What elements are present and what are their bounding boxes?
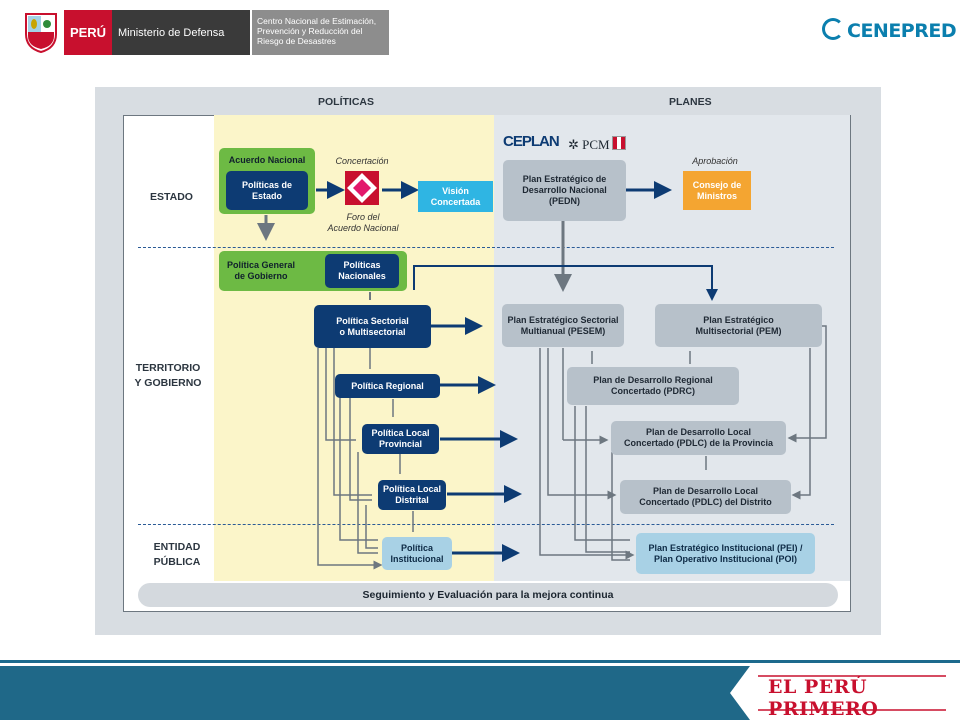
pei-poi-box: Plan Estratégico Institucional (PEI) /Pl…: [636, 533, 815, 574]
footer-brand-panel: [730, 666, 960, 720]
concertacion-label: Concertación: [335, 156, 389, 166]
peru-coat-of-arms-icon: [22, 10, 60, 54]
planes-heading: PLANES: [669, 96, 712, 108]
pcm-emblem-icon: ✲: [568, 137, 579, 152]
footer-rule: [0, 660, 960, 663]
center-name-label: Centro Nacional de Estimación, Prevenció…: [252, 10, 389, 55]
cenepred-swirl-icon: [822, 18, 844, 40]
peru-brand-block: PERÚ: [64, 10, 112, 55]
el-peru-primero-logo: EL PERÚ PRIMERO: [768, 676, 879, 720]
politica-regional-box: Política Regional: [335, 374, 440, 398]
row-label-estado: ESTADO: [150, 191, 193, 203]
aprobacion-label: Aprobación: [692, 156, 738, 166]
divider-territorio: [138, 524, 834, 525]
cenepred-logo: CENEPRED: [822, 18, 957, 42]
peru-flag-icon: [611, 136, 626, 150]
seguimiento-bar: Seguimiento y Evaluación para la mejora …: [138, 583, 838, 607]
foro-diamond-icon: [343, 169, 381, 207]
pcm-logo: ✲ PCM: [568, 136, 626, 153]
politicas-heading: POLÍTICAS: [318, 96, 375, 108]
ceplan-logo: CEPLAN: [503, 133, 560, 150]
row-label-territorio: TERRITORIO Y GOBIERNO: [134, 362, 202, 389]
divider-estado: [138, 247, 834, 248]
ministry-label: Ministerio de Defensa: [112, 10, 250, 55]
row-label-entidad: ENTIDAD PÚBLICA: [153, 541, 201, 568]
